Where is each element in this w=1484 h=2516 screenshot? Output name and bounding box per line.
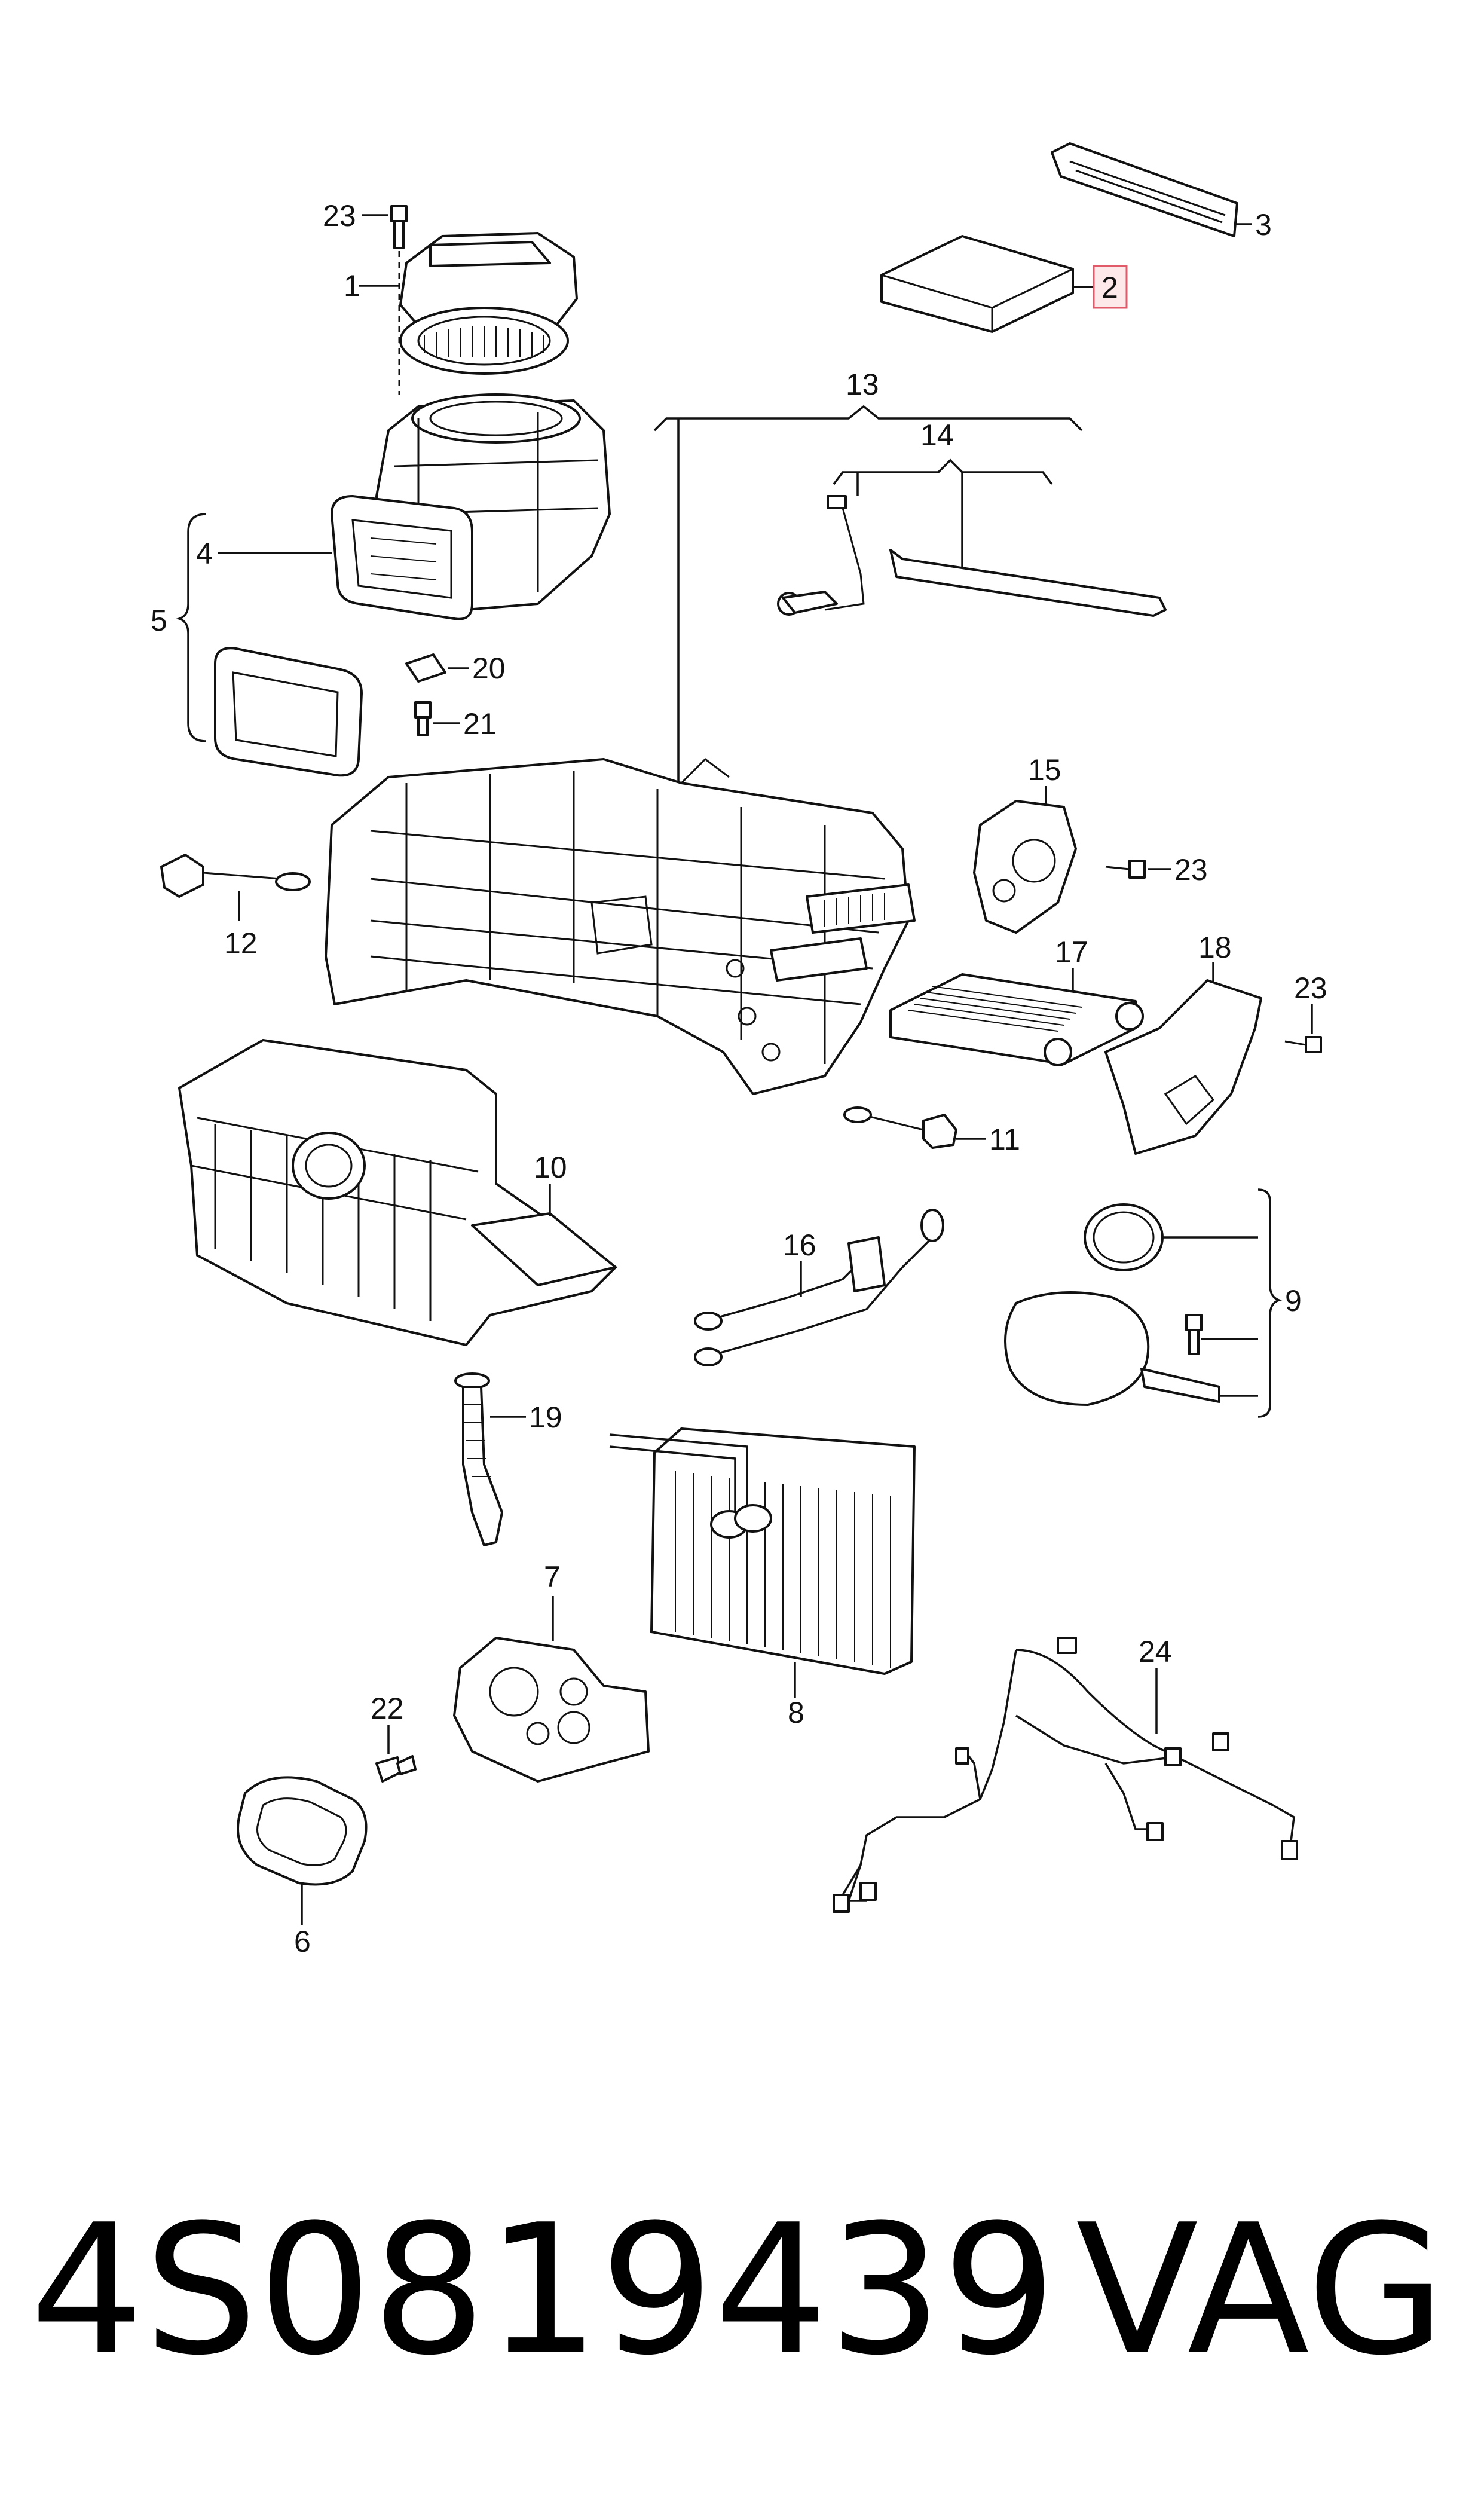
callout-7: 7 xyxy=(544,1560,561,1594)
heat-exchanger xyxy=(889,968,1144,1066)
pipe-clamps xyxy=(1004,1188,1283,1418)
callout-18: 18 xyxy=(1198,931,1232,964)
brand-label: VAG xyxy=(1076,2186,1445,2395)
callout-24: 24 xyxy=(1139,1635,1172,1668)
coolant-pipes xyxy=(694,1209,944,1366)
callout-3: 3 xyxy=(1255,208,1272,241)
callout-16: 16 xyxy=(783,1228,816,1262)
callout-1: 1 xyxy=(344,269,360,302)
screw-and-grommet xyxy=(237,1725,417,1925)
temperature-sensor-12 xyxy=(160,854,311,921)
mounting-bracket-18 xyxy=(1104,962,1322,1155)
part-number: 4S0819439 xyxy=(30,2186,1056,2395)
wiring-harness xyxy=(833,1637,1298,1913)
blower-housing xyxy=(218,393,611,620)
linkage-bracket xyxy=(653,405,1167,783)
callout-22: 22 xyxy=(371,1692,404,1725)
callout-8: 8 xyxy=(788,1696,804,1729)
callout-21: 21 xyxy=(463,707,497,741)
lower-housing xyxy=(178,1039,617,1346)
callout-12: 12 xyxy=(224,927,258,960)
callout-13: 13 xyxy=(846,368,879,401)
blower-motor-assembly xyxy=(359,205,578,395)
heater-core-housing xyxy=(325,758,916,1095)
callout-11: 11 xyxy=(989,1123,1020,1156)
callout-23-top: 23 xyxy=(323,199,356,233)
expansion-valve xyxy=(453,1596,650,1783)
callout-4: 4 xyxy=(196,537,213,570)
callout-17: 17 xyxy=(1055,936,1088,969)
servo-motor xyxy=(973,786,1171,934)
filter-cover xyxy=(1051,142,1252,237)
highlight-box xyxy=(1093,265,1128,309)
callout-23-mid: 23 xyxy=(1174,853,1208,886)
evaporator xyxy=(609,1427,916,1698)
callout-14: 14 xyxy=(920,418,954,452)
drain-hose xyxy=(454,1372,526,1546)
callout-9: 9 xyxy=(1285,1284,1302,1317)
callout-5: 5 xyxy=(151,604,167,637)
clip-and-screw xyxy=(405,653,469,736)
callout-23-right: 23 xyxy=(1294,971,1327,1005)
callout-6: 6 xyxy=(294,1925,311,1958)
seal-ring xyxy=(176,513,363,777)
cabin-air-filter xyxy=(880,235,1128,333)
callout-20: 20 xyxy=(472,652,506,685)
callout-10: 10 xyxy=(534,1151,567,1184)
callout-2: 2 xyxy=(1101,271,1118,304)
callout-15: 15 xyxy=(1028,753,1061,787)
temperature-sensor-11 xyxy=(843,1106,986,1149)
callout-19: 19 xyxy=(529,1401,562,1434)
